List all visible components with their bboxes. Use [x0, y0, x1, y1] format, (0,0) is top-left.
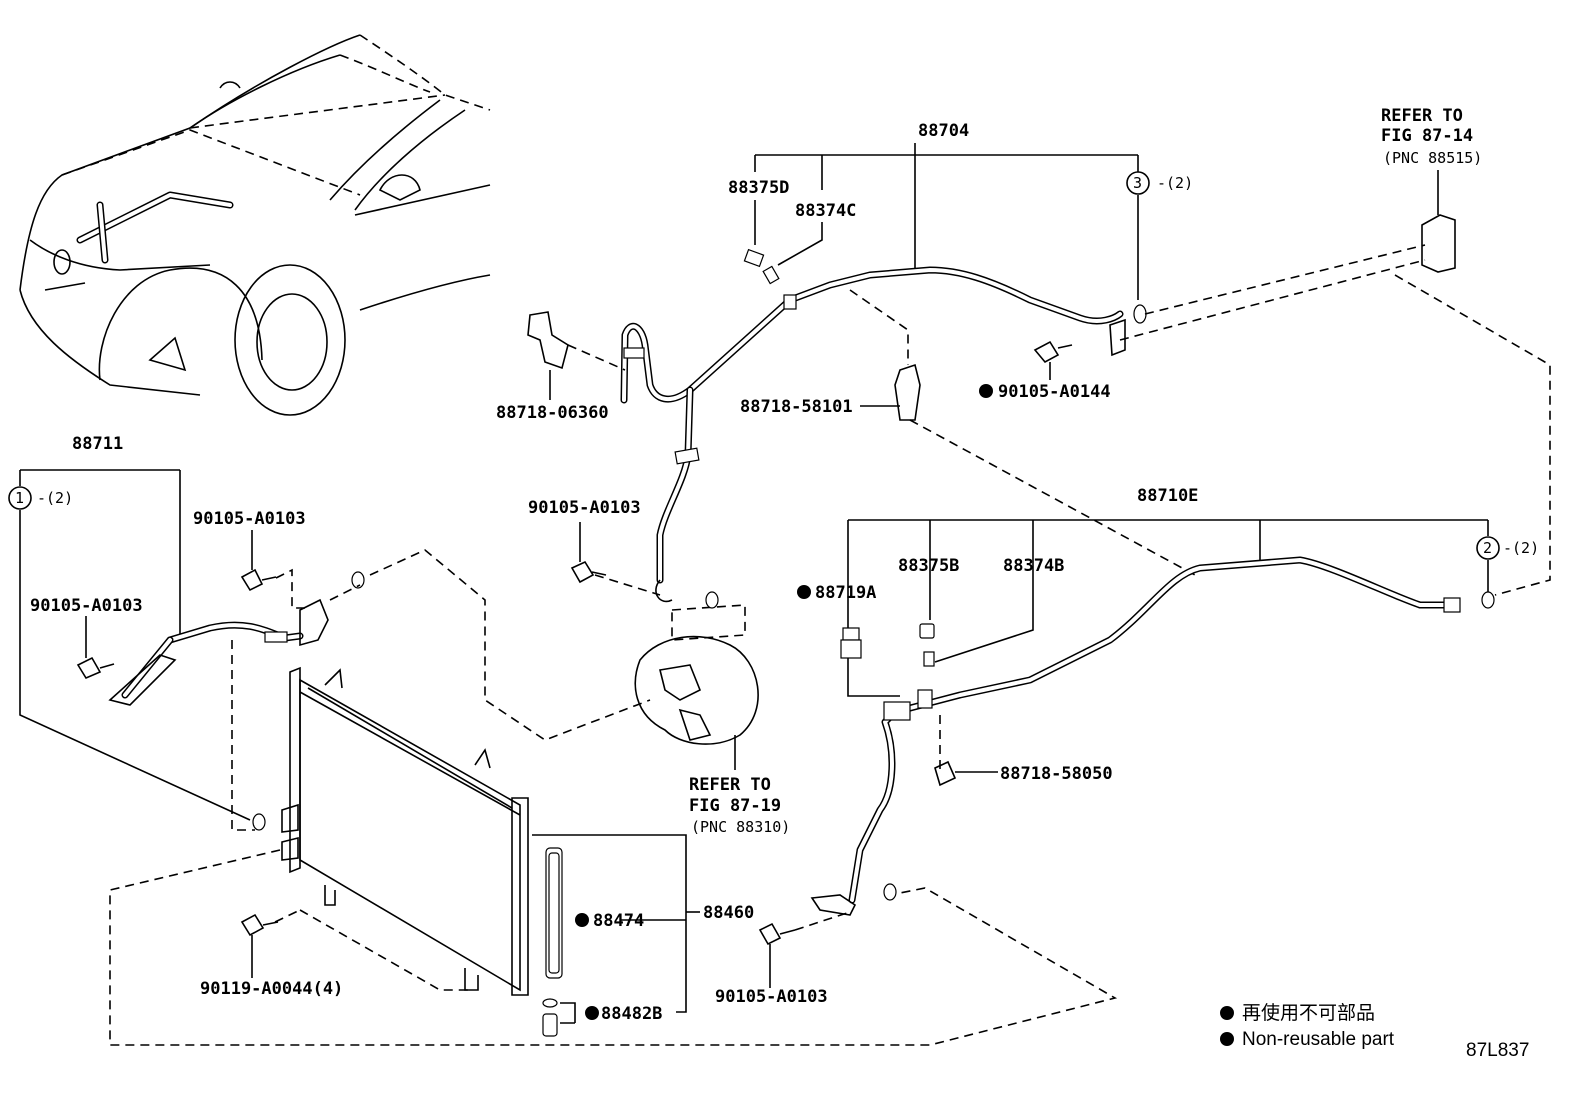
ref-compressor-line1: REFER TO [689, 775, 771, 795]
label-88719a: 88719A [815, 583, 876, 603]
label-88718-58101: 88718-58101 [740, 397, 853, 417]
svg-text:-(2): -(2) [1503, 539, 1539, 557]
label-88474: 88474 [593, 911, 644, 931]
label-88460: 88460 [703, 903, 754, 923]
label-88374c: 88374C [795, 201, 856, 221]
compressor [570, 522, 759, 770]
label-90105-a0103-a: 90105-A0103 [193, 509, 306, 529]
label-88711: 88711 [72, 434, 123, 454]
ref-top-right-line3: (PNC 88515) [1383, 149, 1482, 167]
liquid-tube-assembly [758, 519, 1495, 988]
label-88482b: 88482B [601, 1004, 662, 1024]
callout-1: 1 -(2) [8, 486, 73, 510]
label-90105-a0103-b: 90105-A0103 [30, 596, 143, 616]
condenser [109, 666, 1118, 1046]
svg-text:2: 2 [1483, 539, 1492, 557]
legend-jp: 再使用不可部品 [1242, 1002, 1375, 1024]
svg-text:3: 3 [1133, 174, 1142, 192]
non-reusable-markers [575, 384, 993, 1020]
svg-text:-(2): -(2) [1157, 174, 1193, 192]
legend-en: Non-reusable part [1242, 1029, 1395, 1050]
ref-top-right-line2: FIG 87-14 [1381, 126, 1473, 146]
callout-3: 3 -(2) [1126, 171, 1193, 195]
label-88718-06360: 88718-06360 [496, 403, 609, 423]
diagram-id: 87L837 [1466, 1040, 1529, 1061]
label-90105-a0103-c: 90105-A0103 [528, 498, 641, 518]
legend: 再使用不可部品 Non-reusable part 87L837 [1220, 1002, 1529, 1061]
label-88375b: 88375B [898, 556, 959, 576]
label-88718-58050: 88718-58050 [1000, 764, 1113, 784]
label-88704: 88704 [918, 121, 969, 141]
label-88375d: 88375D [728, 178, 789, 198]
part-labels: 88704 88375D 88374C 88718-06360 88718-58… [30, 106, 1482, 1024]
svg-text:1: 1 [15, 489, 24, 507]
svg-text:-(2): -(2) [37, 489, 73, 507]
vehicle-outline [19, 34, 491, 416]
discharge-hose-assembly [19, 469, 651, 831]
callout-2: 2 -(2) [1476, 536, 1539, 560]
ref-compressor-line3: (PNC 88310) [691, 818, 790, 836]
label-90105-a0103-d: 90105-A0103 [715, 987, 828, 1007]
ref-compressor-line2: FIG 87-19 [689, 796, 781, 816]
ref-top-right-line1: REFER TO [1381, 106, 1463, 126]
label-90119-a0044: 90119-A0044(4) [200, 979, 343, 999]
label-88710e: 88710E [1137, 486, 1198, 506]
suction-hose-assembly [527, 143, 1551, 596]
label-90105-a0144: 90105-A0144 [998, 382, 1111, 402]
